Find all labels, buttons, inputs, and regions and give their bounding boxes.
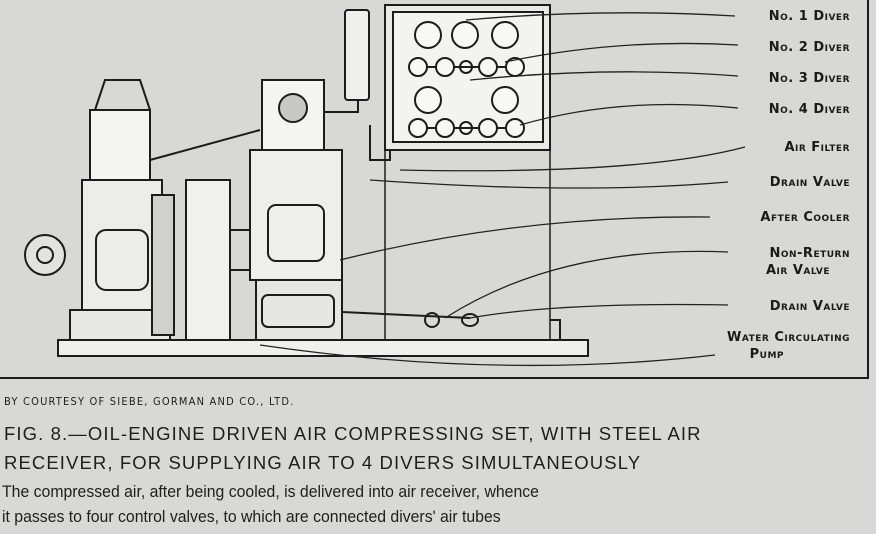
label-drain-valve-upper: Drain Valve — [769, 175, 850, 190]
label-water-pump-line2: Pump — [749, 347, 784, 362]
label-no-2-diver: No. 2 Diver — [768, 40, 850, 55]
label-no-3-diver: No. 3 Diver — [768, 71, 850, 86]
figure-description: The compressed air, after being cooled, … — [2, 479, 876, 529]
figure-title: FIG. 8.—OIL-ENGINE DRIVEN AIR COMPRESSIN… — [4, 419, 874, 477]
label-non-return-line2: Air Valve — [765, 263, 830, 278]
label-no-1-diver: No. 1 Diver — [768, 9, 850, 24]
courtesy-credit: BY COURTESY OF SIEBE, GORMAN AND CO., LT… — [4, 395, 295, 408]
label-drain-valve-lower: Drain Valve — [769, 299, 850, 314]
compressor-illustration — [0, 0, 869, 379]
figure-title-line2: RECEIVER, FOR SUPPLYING AIR TO 4 DIVERS … — [4, 452, 642, 473]
figure-description-line2: it passes to four control valves, to whi… — [2, 507, 501, 526]
label-non-return-line1: Non-Return — [769, 246, 850, 261]
label-air-filter: Air Filter — [784, 140, 850, 155]
label-after-cooler: After Cooler — [760, 210, 850, 225]
label-water-pump-line1: Water Circulating — [727, 330, 850, 345]
figure-title-line1: FIG. 8.—OIL-ENGINE DRIVEN AIR COMPRESSIN… — [4, 423, 702, 444]
figure-description-line1: The compressed air, after being cooled, … — [2, 482, 539, 501]
label-no-4-diver: No. 4 Diver — [768, 102, 850, 117]
